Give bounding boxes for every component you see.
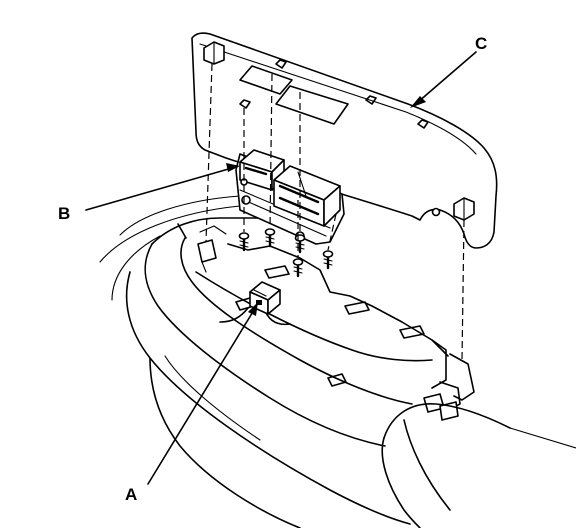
screw [294,234,306,254]
screw [238,232,250,252]
callout-label-b: B [58,204,70,223]
callout-label-c: C [475,34,487,53]
console-body [99,195,576,528]
callout-label-a: A [125,485,137,504]
leader-a [147,302,258,485]
screw [292,258,304,278]
leader-b [85,163,240,211]
screw [322,250,334,270]
screws [238,228,334,278]
leader-c [410,51,477,108]
connector-a [249,281,281,315]
alignment-lines [205,63,465,361]
screw [264,228,276,248]
switch-assembly-b [235,149,345,245]
switch-panel-c [191,32,498,249]
